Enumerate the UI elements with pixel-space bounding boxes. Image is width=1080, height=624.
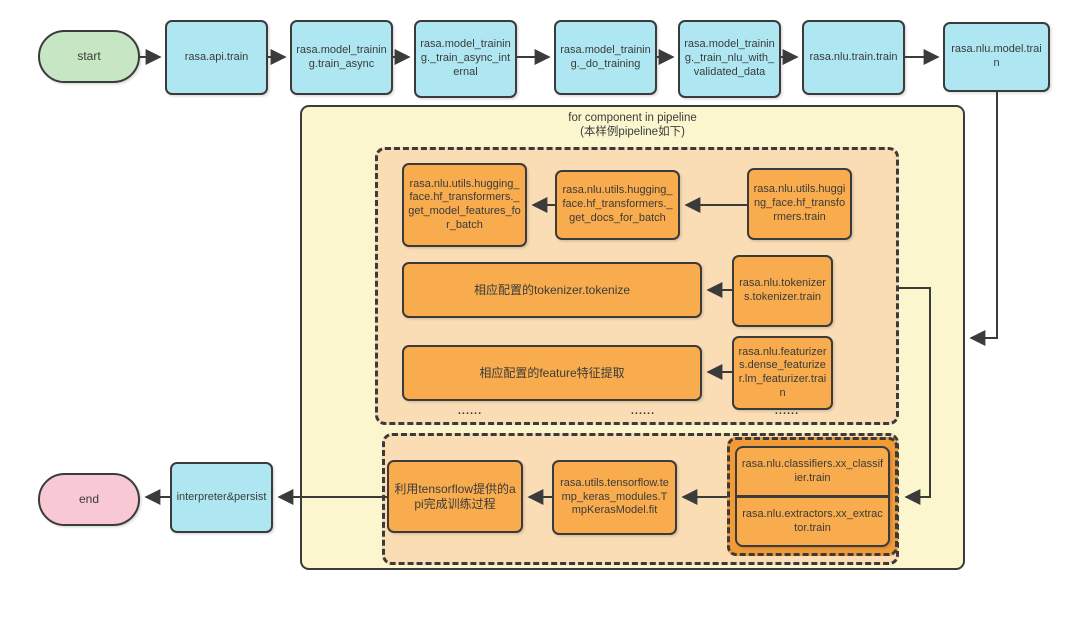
node-train-nlu-with-validated-data: rasa.model_training._train_nlu_with_vali… bbox=[678, 20, 781, 98]
arrow-model-train-to-loop bbox=[969, 92, 998, 346]
node-hf-get-model-features-for-batch: rasa.nlu.utils.hugging_face.hf_transform… bbox=[402, 163, 527, 247]
node-train-async-internal: rasa.model_training._train_async_interna… bbox=[414, 20, 517, 98]
loop-title-line2: (本样例pipeline如下) bbox=[580, 126, 685, 138]
node-interpreter-persist: interpreter&persist bbox=[170, 462, 273, 533]
node-nlu-train-train: rasa.nlu.train.train bbox=[802, 20, 905, 95]
node-lm-featurizer-train: rasa.nlu.featurizers.dense_featurizer.lm… bbox=[732, 336, 833, 410]
node-xx-classifier-train: rasa.nlu.classifiers.xx_classifier.train bbox=[735, 446, 890, 497]
ellipsis-right: ...... bbox=[774, 405, 800, 417]
node-tensorflow-api-training: 利用tensorflow提供的api完成训练过程 bbox=[387, 460, 523, 533]
node-rasa-api-train: rasa.api.train bbox=[165, 20, 268, 95]
node-train-async: rasa.model_training.train_async bbox=[290, 20, 393, 95]
node-xx-extractor-train: rasa.nlu.extractors.xx_extractor.train bbox=[735, 496, 890, 547]
node-hf-transformers-train: rasa.nlu.utils.hugging_face.hf_transform… bbox=[747, 168, 852, 240]
ellipsis-left: ...... bbox=[457, 405, 483, 417]
node-do-training: rasa.model_training._do_training bbox=[554, 20, 657, 95]
loop-title-line1: for component in pipeline bbox=[568, 112, 697, 124]
ellipsis-center: ...... bbox=[630, 405, 656, 417]
node-feature-extract: 相应配置的feature特征提取 bbox=[402, 345, 702, 401]
node-tokenizer-train: rasa.nlu.tokenizers.tokenizer.train bbox=[732, 255, 833, 327]
node-tokenizer-tokenize: 相应配置的tokenizer.tokenize bbox=[402, 262, 702, 318]
node-tmp-keras-model-fit: rasa.utils.tensorflow.temp_keras_modules… bbox=[552, 460, 677, 535]
node-end: end bbox=[38, 473, 140, 526]
node-hf-get-docs-for-batch: rasa.nlu.utils.hugging_face.hf_transform… bbox=[555, 170, 680, 240]
node-start: start bbox=[38, 30, 140, 83]
node-nlu-model-train: rasa.nlu.model.train bbox=[943, 22, 1050, 92]
